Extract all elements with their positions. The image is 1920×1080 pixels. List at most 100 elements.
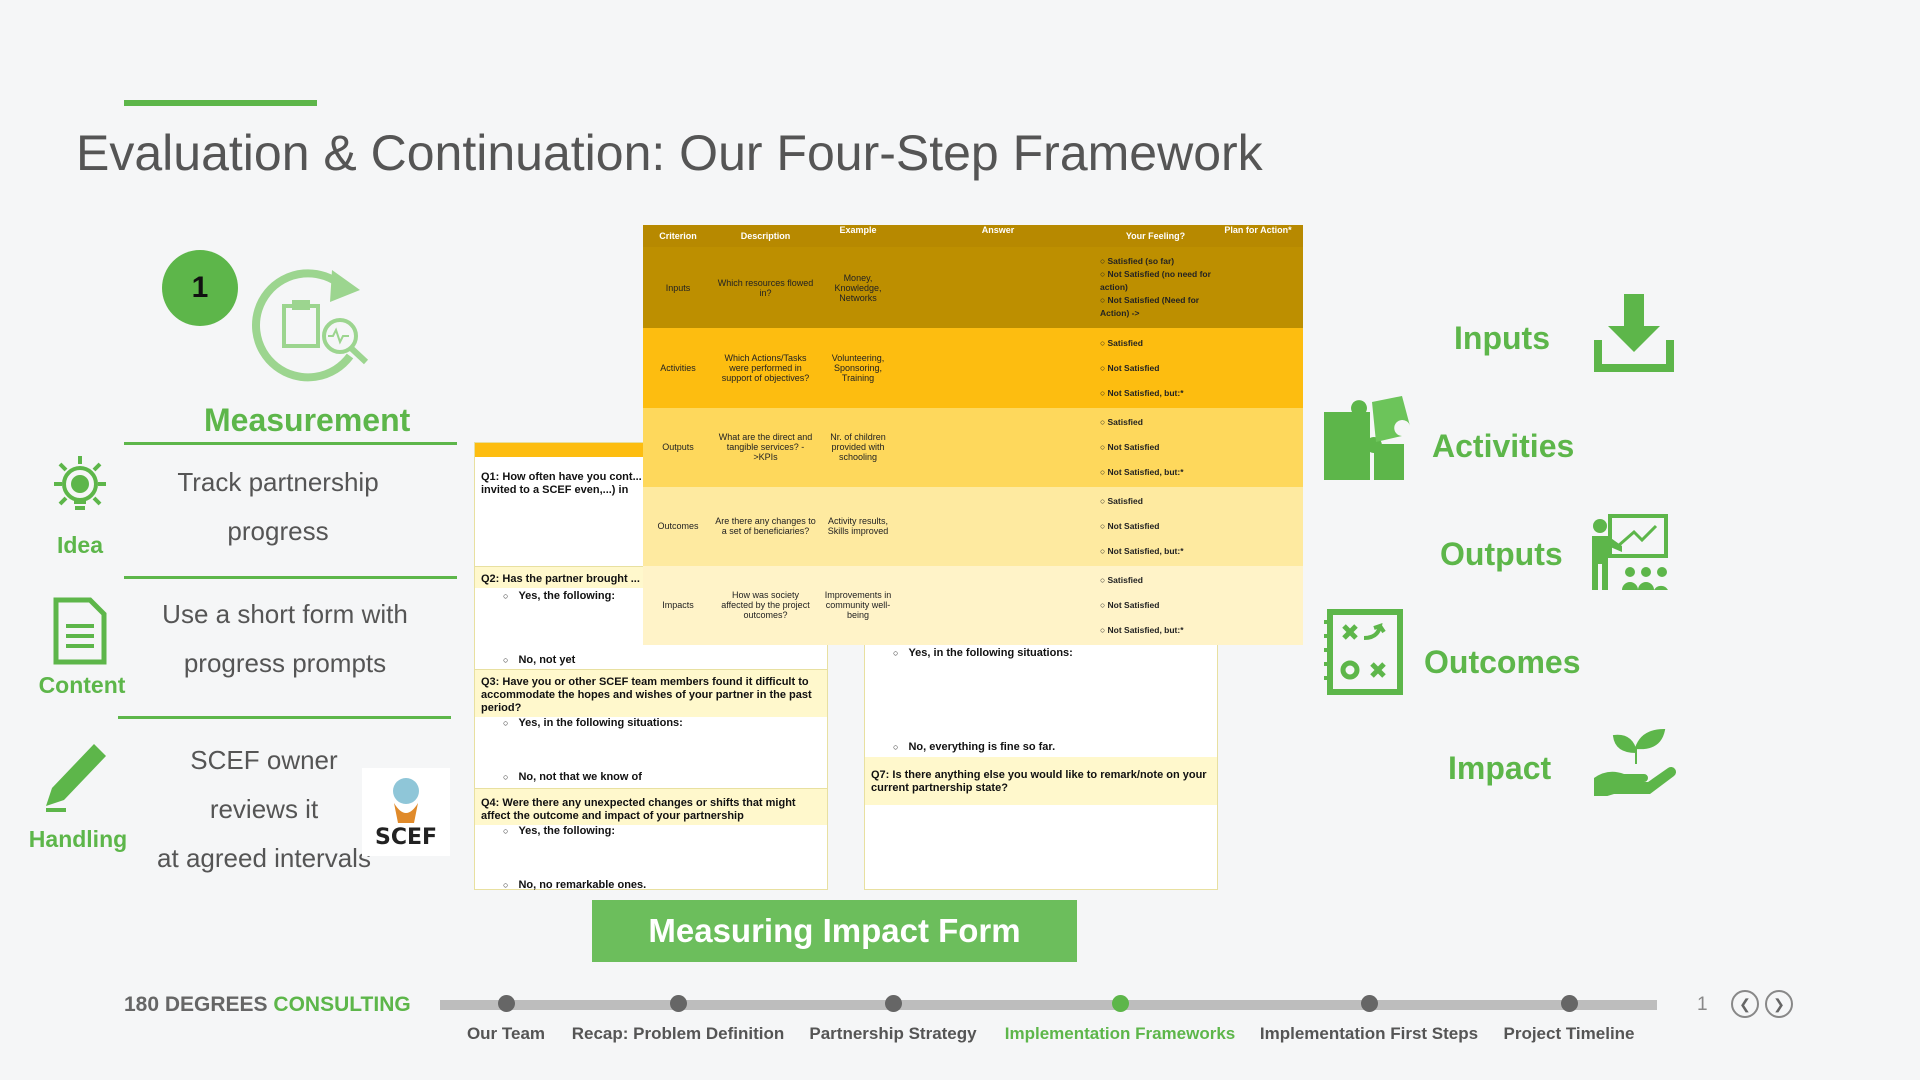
table-row: Inputs Which resources flowed in? Money,… bbox=[643, 247, 1303, 329]
progress-step-dot[interactable] bbox=[1361, 995, 1378, 1012]
cell-plan[interactable] bbox=[1213, 247, 1303, 329]
question-3: Q3: Have you or other SCEF team members … bbox=[475, 670, 827, 717]
cell-answer[interactable] bbox=[898, 328, 1098, 408]
prev-slide-button[interactable]: ❮ bbox=[1731, 990, 1759, 1018]
impact-label: Impact bbox=[1448, 750, 1552, 786]
header-description: Description bbox=[713, 225, 818, 247]
table-row: Outputs What are the direct and tangible… bbox=[643, 407, 1303, 487]
inputs-label: Inputs bbox=[1454, 320, 1550, 356]
activities-label: Activities bbox=[1432, 428, 1575, 464]
brand-logo: 180 DEGREES CONSULTING bbox=[124, 993, 411, 1016]
pencil-icon bbox=[46, 744, 106, 812]
chevron-right-icon: ❯ bbox=[1773, 995, 1785, 1012]
cell-feeling[interactable]: SatisfiedNot SatisfiedNot Satisfied, but… bbox=[1098, 328, 1213, 408]
presentation-icon bbox=[1592, 514, 1668, 590]
q3-option-yes[interactable]: Yes, in the following situations: bbox=[503, 717, 682, 729]
cell-plan[interactable] bbox=[1213, 565, 1303, 645]
cell-answer[interactable] bbox=[898, 565, 1098, 645]
progress-step-label[interactable]: Our Team bbox=[466, 1024, 546, 1043]
puzzle-icon bbox=[1324, 396, 1410, 480]
cell-criterion: Activities bbox=[643, 328, 713, 408]
cell-criterion: Outputs bbox=[643, 407, 713, 487]
cell-example: Volunteering, Sponsoring, Training bbox=[818, 328, 898, 408]
scef-logo: SCEF bbox=[362, 768, 450, 856]
globe-hands-icon bbox=[393, 778, 419, 823]
header-feeling: Your Feeling? bbox=[1098, 225, 1213, 247]
outcomes-label: Outcomes bbox=[1424, 644, 1581, 680]
cell-plan[interactable] bbox=[1213, 407, 1303, 487]
measurement-cycle-icon bbox=[252, 269, 369, 382]
progress-step-label[interactable]: Project Timeline bbox=[1503, 1024, 1635, 1043]
cell-description: How was society affected by the project … bbox=[713, 565, 818, 645]
cell-description: Which Actions/Tasks were performed in su… bbox=[713, 328, 818, 408]
divider bbox=[124, 576, 457, 579]
header-example: Example bbox=[818, 225, 898, 247]
progress-step-label[interactable]: Partnership Strategy bbox=[809, 1024, 977, 1043]
cell-plan[interactable] bbox=[1213, 486, 1303, 566]
progress-step-dot[interactable] bbox=[670, 995, 687, 1012]
progress-step-label[interactable]: Implementation Frameworks bbox=[1004, 1024, 1236, 1043]
cell-feeling[interactable]: Satisfied (so far)Not Satisfied (no need… bbox=[1098, 247, 1213, 329]
idea-label: Idea bbox=[56, 532, 104, 558]
progress-step-dot[interactable] bbox=[1561, 995, 1578, 1012]
title-accent-bar bbox=[124, 100, 317, 106]
q4-option-no[interactable]: No, no remarkable ones. bbox=[503, 879, 646, 891]
content-label: Content bbox=[38, 672, 126, 698]
cell-feeling[interactable]: SatisfiedNot SatisfiedNot Satisfied, but… bbox=[1098, 407, 1213, 487]
cell-answer[interactable] bbox=[898, 486, 1098, 566]
divider bbox=[118, 716, 451, 719]
measuring-impact-form-button[interactable]: Measuring Impact Form bbox=[592, 900, 1077, 962]
header-criterion: Criterion bbox=[643, 225, 713, 247]
step-number-badge: 1 bbox=[162, 250, 238, 326]
table-row: Impacts How was society affected by the … bbox=[643, 565, 1303, 645]
q4-option-yes[interactable]: Yes, the following: bbox=[503, 825, 615, 837]
progress-step-dot[interactable] bbox=[498, 995, 515, 1012]
cell-example: Money, Knowledge, Networks bbox=[818, 247, 898, 329]
progress-step-label[interactable]: Recap: Problem Definition bbox=[571, 1024, 785, 1043]
cell-feeling[interactable]: SatisfiedNot SatisfiedNot Satisfied, but… bbox=[1098, 486, 1213, 566]
cell-answer[interactable] bbox=[898, 247, 1098, 329]
cell-criterion: Inputs bbox=[643, 247, 713, 329]
chevron-left-icon: ❮ bbox=[1739, 995, 1751, 1012]
cell-criterion: Outcomes bbox=[643, 486, 713, 566]
header-plan: Plan for Action* bbox=[1213, 225, 1303, 247]
q2-option-yes[interactable]: Yes, the following: bbox=[503, 590, 615, 602]
cell-answer[interactable] bbox=[898, 407, 1098, 487]
next-slide-button[interactable]: ❯ bbox=[1765, 990, 1793, 1018]
cell-feeling[interactable]: SatisfiedNot SatisfiedNot Satisfied, but… bbox=[1098, 565, 1213, 645]
cell-description: Which resources flowed in? bbox=[713, 247, 818, 329]
option-yes-situations[interactable]: Yes, in the following situations: bbox=[893, 647, 1072, 659]
open-questions-form-continued: Yes, in the following situations: No, ev… bbox=[864, 600, 1218, 890]
cell-plan[interactable] bbox=[1213, 328, 1303, 408]
cell-criterion: Impacts bbox=[643, 565, 713, 645]
header-answer: Answer bbox=[898, 225, 1098, 247]
q3-option-no[interactable]: No, not that we know of bbox=[503, 771, 641, 783]
cell-example: Improvements in community well-being bbox=[818, 565, 898, 645]
cell-example: Activity results, Skills improved bbox=[818, 486, 898, 566]
measurement-label: Measurement bbox=[204, 402, 411, 438]
cell-description: Are there any changes to a set of benefi… bbox=[713, 486, 818, 566]
progress-step-dot[interactable] bbox=[1112, 995, 1129, 1012]
table-header-row: Criterion Description Example Answer You… bbox=[643, 225, 1303, 247]
question-7: Q7: Is there anything else you would lik… bbox=[865, 757, 1217, 805]
cell-description: What are the direct and tangible service… bbox=[713, 407, 818, 487]
scef-logo-text: SCEF bbox=[374, 825, 438, 850]
option-no-fine[interactable]: No, everything is fine so far. bbox=[893, 741, 1055, 753]
page-title: Evaluation & Continuation: Our Four-Step… bbox=[76, 125, 1263, 181]
cell-example: Nr. of children provided with schooling bbox=[818, 407, 898, 487]
download-icon bbox=[1594, 294, 1674, 372]
table-row: Outcomes Are there any changes to a set … bbox=[643, 486, 1303, 566]
progress-step-dot[interactable] bbox=[885, 995, 902, 1012]
hand-plant-icon bbox=[1594, 728, 1676, 796]
lightbulb-icon bbox=[54, 456, 106, 510]
q2-option-no[interactable]: No, not yet bbox=[503, 654, 575, 666]
progress-step-label[interactable]: Implementation First Steps bbox=[1259, 1024, 1479, 1043]
strategy-board-icon bbox=[1324, 609, 1403, 695]
handling-label: Handling bbox=[28, 826, 128, 852]
evaluation-table: Criterion Description Example Answer You… bbox=[643, 225, 1303, 645]
document-icon bbox=[53, 597, 107, 665]
question-4: Q4: Were there any unexpected changes or… bbox=[475, 789, 827, 825]
